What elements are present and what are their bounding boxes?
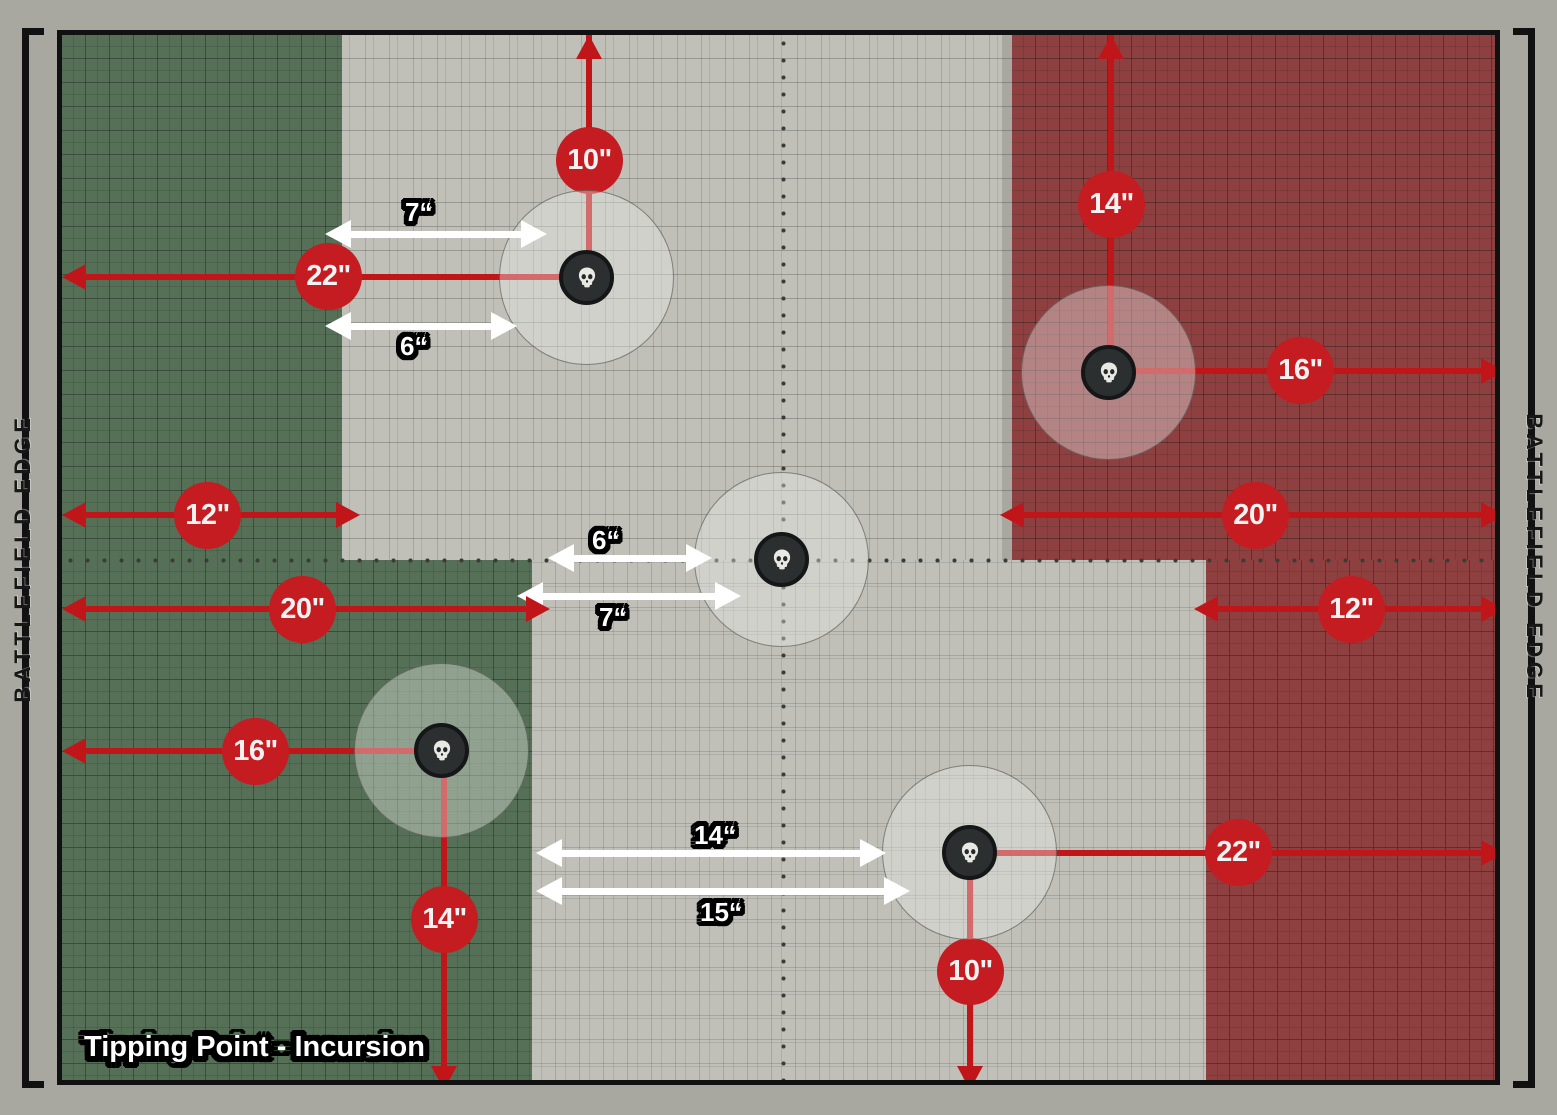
skull-icon [433,739,450,760]
white-measure-line-br-bottom [562,888,884,895]
white-arrowhead-tl-top-right [521,220,547,248]
white-arrowhead-br-top-left [536,839,562,867]
arrowhead-obj-tl-left [62,264,86,290]
objective-marker-bottom-left[interactable] [414,723,469,778]
left-edge-bracket [22,28,44,1088]
white-measure-label-br-bottom: 15“ [700,897,742,927]
skull-icon [578,266,595,287]
white-arrowhead-center-top-left [548,544,574,572]
objective-marker-top-right[interactable] [1081,345,1136,400]
arrowhead-zone-tr-right [1481,502,1495,528]
battlefield-board: 10" 22" 7“ 6“ [57,30,1500,1085]
white-measure-label-br-top: 14“ [694,820,736,850]
skull-icon [773,548,790,569]
white-measure-line-center-bottom [543,593,715,600]
measure-badge-obj-br-down: 10" [937,938,1004,1005]
arrowhead-zone-br-right [1481,596,1495,622]
white-arrowhead-br-bottom-right [884,877,910,905]
white-arrowhead-tl-bottom-right [491,312,517,340]
measure-badge-obj-bl-down: 14" [411,886,478,953]
attacker-deployment-zone-top-left [62,35,342,560]
white-arrowhead-br-bottom-left [536,877,562,905]
bracket-stem [1528,28,1535,1088]
arrowhead-obj-tr-up [1098,35,1124,59]
bracket-cap-bottom [22,1081,44,1088]
arrowhead-zone-br-left [1194,596,1218,622]
arrowhead-obj-tr-right [1481,358,1495,384]
battlefield-edge-label-right: BATTLEFIELD EDGE [1522,413,1547,703]
measure-badge-zone-bl-width: 20" [269,576,336,643]
skull-icon [1100,361,1117,382]
measure-badge-obj-tl-up: 10" [556,127,623,194]
bracket-cap-top [1513,28,1535,35]
neutral-light-panel-bottom [532,560,1212,1080]
measure-badge-obj-tr-right: 16" [1267,337,1334,404]
white-measure-line-br-top [562,850,860,857]
objective-marker-top-left[interactable] [559,250,614,305]
battlefield-edge-label-left: BATTLEFIELD EDGE [10,413,35,703]
measure-badge-obj-tr-up: 14" [1078,171,1145,238]
white-measure-label-center-bottom: 7“ [599,602,627,632]
bracket-stem [22,28,29,1088]
measure-badge-obj-tl-left: 22" [295,243,362,310]
measure-badge-zone-tl-width: 12" [174,482,241,549]
mission-title: Tipping Point - Incursion [84,1031,425,1063]
neutral-light-panel-top [342,35,1002,560]
defender-deployment-zone-bottom-right [1206,560,1495,1080]
arrowhead-obj-bl-down [431,1066,457,1080]
white-arrowhead-br-top-right [860,839,886,867]
arrowhead-obj-br-down [957,1066,983,1080]
arrowhead-obj-bl-left [62,738,86,764]
arrowhead-zone-bl-left [62,596,86,622]
measure-badge-zone-tr-width: 20" [1222,482,1289,549]
white-measure-label-tl-bottom: 6“ [400,331,428,361]
arrowhead-zone-bl-right [526,596,550,622]
right-edge-bracket [1513,28,1535,1088]
arrowhead-obj-tl-up [576,35,602,59]
white-measure-line-center-top [574,555,686,562]
arrowhead-zone-tr-left [1000,502,1024,528]
objective-marker-center[interactable] [754,532,809,587]
white-arrowhead-center-top-right [686,544,712,572]
measure-badge-obj-br-right: 22" [1205,819,1272,886]
white-measure-line-tl-top [351,231,521,238]
bracket-cap-bottom [1513,1081,1535,1088]
white-arrowhead-center-bottom-right [715,582,741,610]
arrowhead-zone-tl-left [62,502,86,528]
objective-marker-bottom-right[interactable] [942,825,997,880]
white-arrowhead-tl-bottom-left [325,312,351,340]
arrowhead-zone-tl-right [336,502,360,528]
white-measure-line-tl-bottom [351,323,491,330]
measure-badge-zone-br-width: 12" [1318,576,1385,643]
bracket-cap-top [22,28,44,35]
white-measure-label-tl-top: 7“ [405,197,433,227]
arrowhead-obj-br-right [1481,840,1495,866]
skull-icon [961,841,978,862]
measure-badge-obj-bl-left: 16" [222,718,289,785]
white-arrowhead-tl-top-left [325,220,351,248]
white-measure-label-center-top: 6“ [592,525,620,555]
